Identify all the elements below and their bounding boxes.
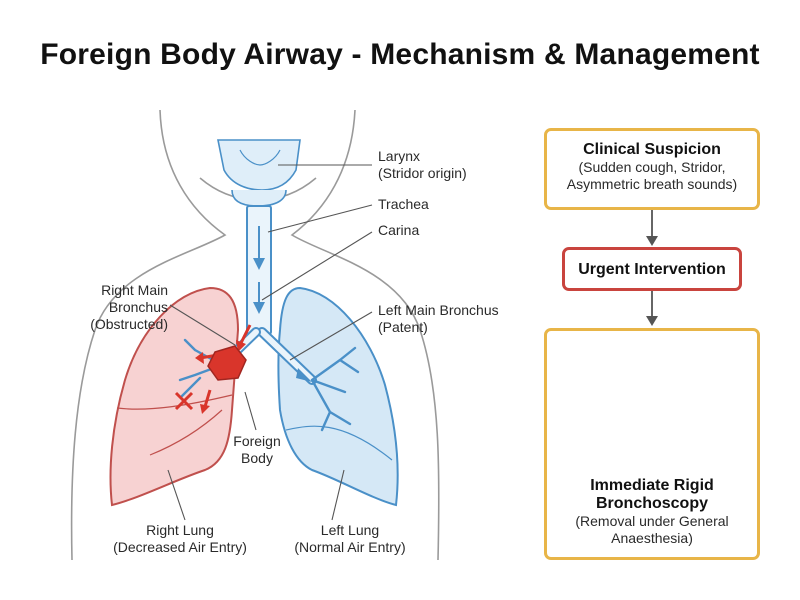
clinical-suspicion-heading: Clinical Suspicion (583, 141, 721, 158)
bronchoscopy-heading-1: Immediate Rigid (590, 477, 714, 494)
urgent-intervention-heading: Urgent Intervention (578, 261, 726, 278)
larynx-icon (217, 139, 301, 207)
right-lung-fissure (116, 394, 233, 410)
flow-arrows (646, 210, 658, 326)
label-foreign-body: Foreign Body (233, 433, 281, 466)
bronchoscopy-box: Immediate Rigid Bronchoscopy (Removal un… (544, 328, 760, 560)
left-lung-fissure (285, 425, 393, 461)
left-lung (277, 286, 399, 507)
clinical-suspicion-line-2: Asymmetric breath sounds) (566, 176, 738, 192)
bronchoscopy-text: Immediate Rigid Bronchoscopy (Removal un… (547, 477, 757, 547)
clinical-suspicion-line-1: (Sudden cough, Stridor, (578, 159, 726, 175)
label-trachea: Trachea (378, 196, 429, 212)
label-left-lung: Left Lung (Normal Air Entry) (294, 522, 406, 555)
label-right-main-bronchus: Right Main Bronchus (Obstructed) (90, 282, 168, 332)
label-right-lung: Right Lung (Decreased Air Entry) (113, 522, 247, 555)
page-title: Foreign Body Airway - Mechanism & Manage… (40, 38, 760, 71)
left-main-bronchus (257, 327, 360, 432)
bronchoscopy-line-2: Anaesthesia) (611, 530, 693, 546)
label-left-main-bronchus: Left Main Bronchus (Patent) (378, 302, 499, 335)
bronchoscopy-heading-2: Bronchoscopy (595, 495, 708, 512)
label-larynx: Larynx (Stridor origin) (378, 148, 467, 181)
label-carina: Carina (378, 222, 420, 238)
bronchoscopy-line-1: (Removal under General (575, 513, 729, 529)
foreign-body-icon (207, 345, 247, 381)
urgent-intervention-box: Urgent Intervention (562, 247, 742, 291)
leader-lines (167, 164, 373, 521)
trachea (246, 205, 272, 335)
obstruction-x-icon (174, 391, 194, 411)
right-lung-fissure-2 (149, 409, 223, 456)
clinical-suspicion-box: Clinical Suspicion (Sudden cough, Strido… (544, 128, 760, 210)
